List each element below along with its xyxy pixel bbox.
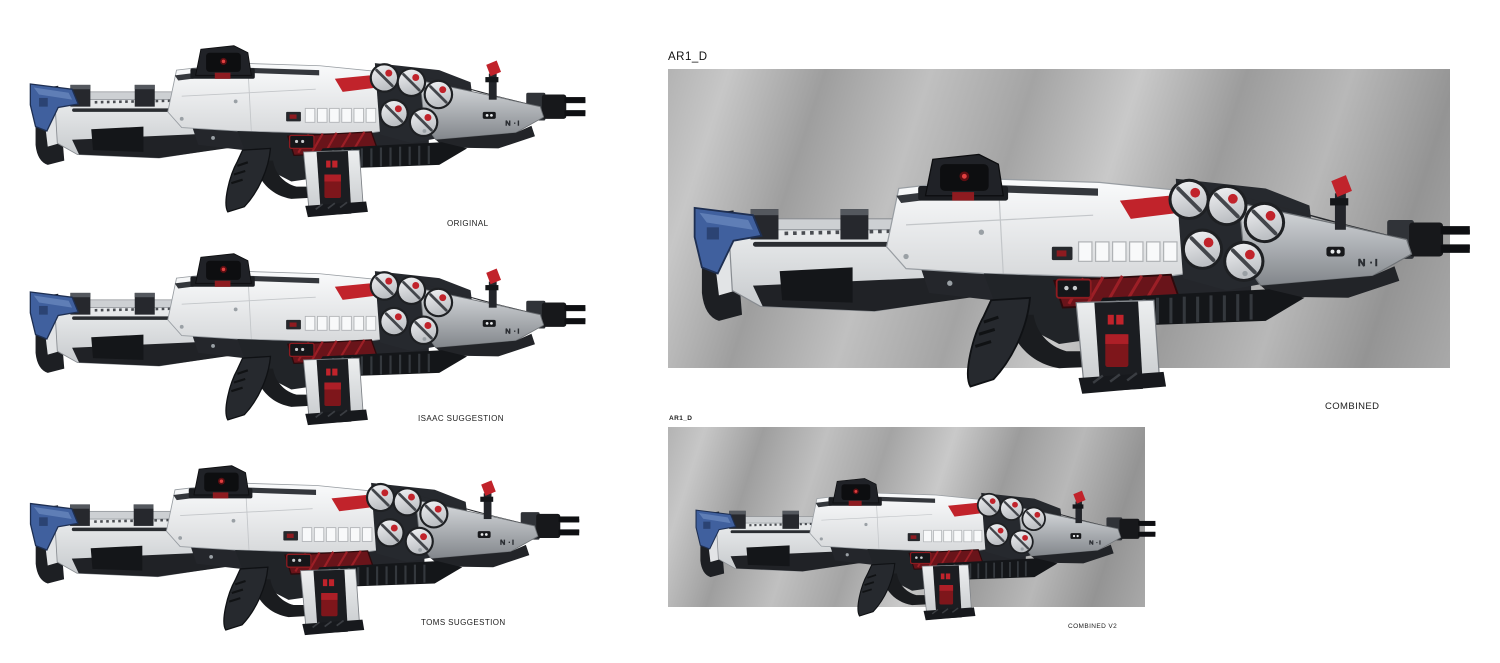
- caption-original: ORIGINAL: [447, 219, 489, 228]
- rifle-illustration-isaac: [28, 252, 586, 426]
- caption-combined: COMBINED: [1325, 401, 1380, 412]
- rifle-illustration-combined-v2: [694, 477, 1156, 621]
- rifle-illustration-combined: [692, 152, 1470, 395]
- rifle-illustration-original: [28, 44, 586, 218]
- caption-toms: TOMS SUGGESTION: [421, 618, 506, 627]
- panel-label-ar1d: AR1_D: [668, 51, 708, 63]
- caption-isaac: ISAAC SUGGESTION: [418, 414, 504, 423]
- caption-combined-v2: COMBINED V2: [1068, 623, 1118, 630]
- rifle-illustration-toms: [29, 464, 580, 636]
- panel-label-ar1d-small: AR1_D: [669, 415, 693, 422]
